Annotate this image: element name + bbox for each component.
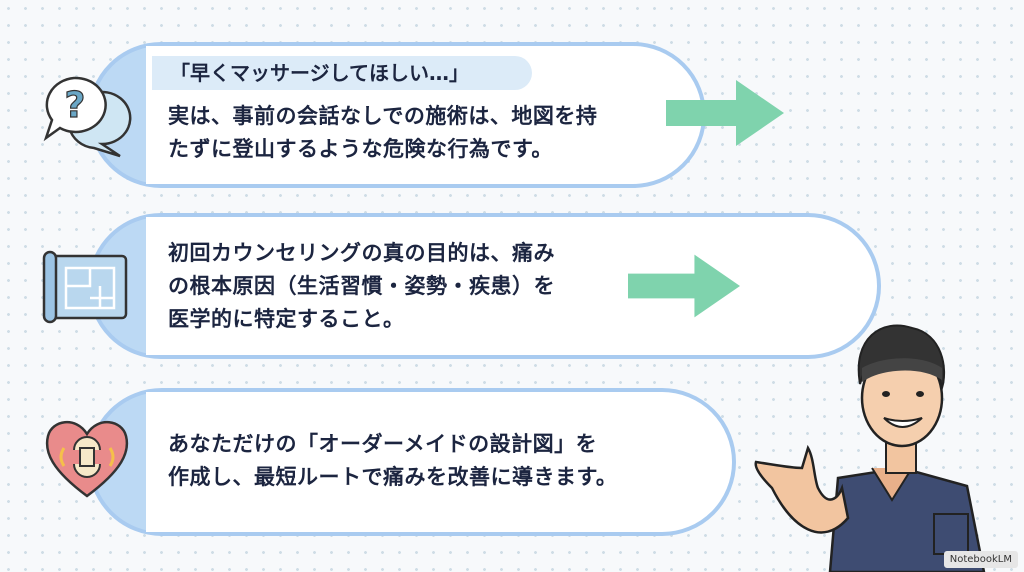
card-2: 初回カウンセリングの真の目的は、痛み の根本原因（生活習慣・姿勢・疾患）を 医学…	[88, 213, 881, 359]
doctor-character-illustration	[754, 324, 986, 572]
card-1: 「早くマッサージしてほしい…」 実は、事前の会話なしでの施術は、地図を持 たずに…	[88, 42, 706, 188]
text-line: 実は、事前の会話なしでの施術は、地図を持	[168, 104, 598, 128]
text-line: 作成し、最短ルートで痛みを改善に導きます。	[168, 465, 618, 489]
card-2-body: 初回カウンセリングの真の目的は、痛み の根本原因（生活習慣・姿勢・疾患）を 医学…	[146, 217, 877, 355]
heart-joint-icon	[45, 421, 129, 498]
question-speech-bubbles-icon: ?	[43, 76, 132, 158]
blueprint-map-icon	[42, 250, 128, 324]
notebooklm-watermark: NotebookLM	[943, 551, 1018, 568]
card-3: あなただけの「オーダーメイドの設計図」を 作成し、最短ルートで痛みを改善に導きま…	[88, 388, 736, 536]
text-line: 初回カウンセリングの真の目的は、痛み	[168, 241, 555, 265]
text-line: 医学的に特定すること。	[168, 307, 405, 331]
card-3-body: あなただけの「オーダーメイドの設計図」を 作成し、最短ルートで痛みを改善に導きま…	[146, 392, 732, 532]
card-1-body: 「早くマッサージしてほしい…」 実は、事前の会話なしでの施術は、地図を持 たずに…	[146, 46, 702, 184]
text-line: の根本原因（生活習慣・姿勢・疾患）を	[168, 274, 555, 298]
text-line: たずに登山するような危険な行為です。	[168, 137, 553, 161]
card-2-text: 初回カウンセリングの真の目的は、痛み の根本原因（生活習慣・姿勢・疾患）を 医学…	[168, 237, 555, 336]
arrow-right-icon	[628, 254, 740, 318]
text-line: あなただけの「オーダーメイドの設計図」を	[168, 432, 598, 456]
svg-text:?: ?	[65, 85, 86, 126]
card-3-text: あなただけの「オーダーメイドの設計図」を 作成し、最短ルートで痛みを改善に導きま…	[168, 428, 617, 494]
card-1-text: 実は、事前の会話なしでの施術は、地図を持 たずに登山するような危険な行為です。	[168, 100, 597, 166]
card-1-label: 「早くマッサージしてほしい…」	[152, 56, 532, 90]
arrow-right-icon	[666, 80, 784, 146]
